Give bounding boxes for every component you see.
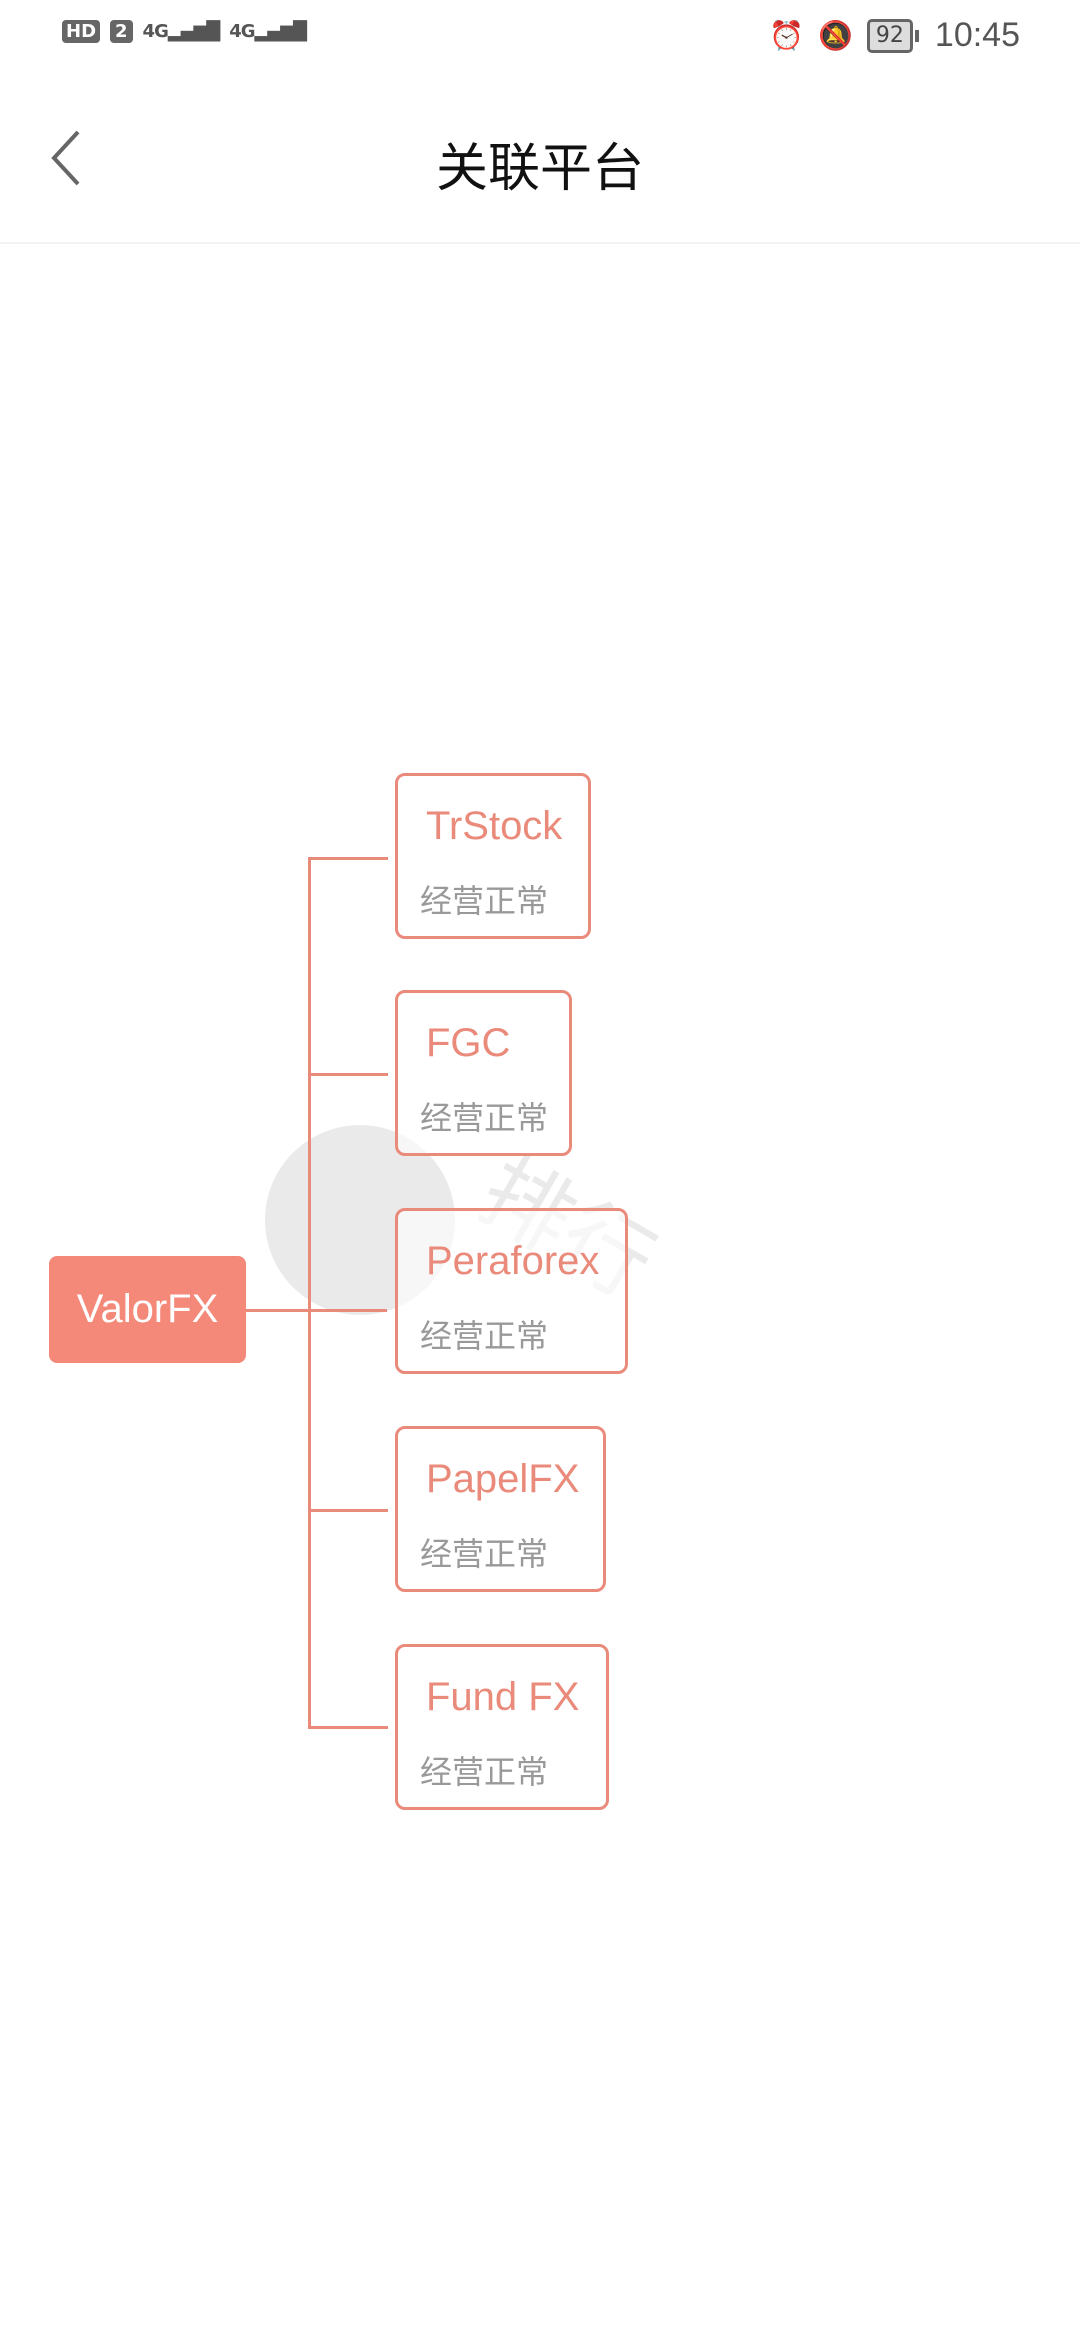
chevron-left-icon: [51, 130, 80, 186]
signal-label: 4G: [229, 21, 255, 42]
platform-name: FGC: [426, 1021, 511, 1065]
root-platform-name: ValorFX: [76, 1287, 219, 1331]
platform-node[interactable]: Peraforex 经营正常: [395, 1208, 628, 1374]
connector-line: [308, 1073, 388, 1076]
page-title: 关联平台: [435, 139, 644, 199]
mute-icon: 🔕: [818, 19, 853, 52]
platform-status: 经营正常: [420, 882, 549, 920]
connector-line: [308, 1726, 388, 1729]
connector-line: [246, 1309, 387, 1312]
platform-status: 经营正常: [420, 1753, 549, 1791]
clock: 10:45: [934, 16, 1020, 54]
signal-icon: 4G▂▄▆█: [229, 21, 307, 42]
platform-status: 经营正常: [420, 1317, 549, 1355]
connector-line: [308, 857, 311, 1729]
platform-node[interactable]: TrStock 经营正常: [395, 773, 591, 939]
battery-icon: 92: [866, 18, 919, 53]
back-button[interactable]: [46, 128, 86, 188]
connector-line: [308, 1509, 388, 1512]
platform-node[interactable]: FGC 经营正常: [395, 990, 572, 1156]
platform-name: Peraforex: [426, 1239, 600, 1283]
header: 关联平台: [0, 76, 1080, 244]
root-platform-node[interactable]: ValorFX: [49, 1256, 246, 1363]
platform-node[interactable]: Fund FX 经营正常: [395, 1644, 609, 1810]
alarm-icon: ⏰: [769, 19, 805, 52]
connector-line: [308, 857, 388, 860]
platform-status: 经营正常: [420, 1535, 549, 1573]
platform-name: TrStock: [426, 804, 563, 848]
platform-name: Fund FX: [426, 1675, 580, 1719]
signal-icon: 4G▂▄▆█: [142, 21, 221, 42]
status-bar: HD 2 4G▂▄▆█ 4G▂▄▆█ ⏰ 🔕 92 10:45: [0, 0, 1080, 76]
platform-status: 经营正常: [420, 1099, 549, 1137]
sim-icon: 2: [110, 20, 133, 43]
platform-node[interactable]: PapelFX 经营正常: [395, 1426, 606, 1592]
hd-icon: HD: [62, 20, 101, 43]
signal-label: 4G: [142, 21, 169, 42]
platform-name: PapelFX: [426, 1457, 580, 1501]
